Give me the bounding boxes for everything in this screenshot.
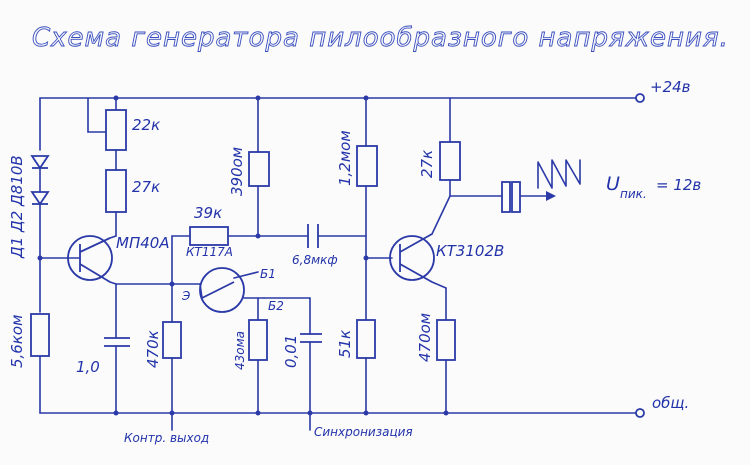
u-label: U — [606, 173, 620, 195]
resistor-390-label: 390ом — [228, 147, 246, 196]
output-arrow — [546, 191, 556, 201]
output-capacitor — [501, 181, 511, 213]
q2-e-label: Э — [181, 289, 191, 303]
resistor-22k-label: 22к — [132, 116, 160, 134]
q2-b2-label: Б2 — [268, 299, 284, 313]
resistor-5k6 — [30, 313, 50, 357]
resistor-5k6-label: 5,6ком — [8, 315, 26, 368]
resistor-39k — [189, 226, 229, 246]
resistor-470-label: 470ом — [416, 313, 434, 362]
u-subscript: пик. — [620, 187, 647, 201]
q1-label: МП40А — [116, 234, 170, 252]
q3-label: КТ3102В — [436, 242, 504, 260]
q2-b1-label: Б1 — [260, 267, 276, 281]
u-value: = 12в — [656, 176, 701, 194]
resistor-51k — [356, 319, 376, 359]
resistor-470k — [162, 321, 182, 359]
resistor-43-label: 43ома — [233, 331, 247, 370]
sync-label: Синхронизация — [314, 425, 413, 439]
resistor-470 — [436, 319, 456, 361]
supply-terminal — [635, 93, 645, 103]
diagram-title: Схема генератора пилообразного напряжени… — [32, 23, 729, 53]
capacitor-001-label: 0,01 — [282, 335, 300, 368]
supply-label: +24в — [650, 78, 691, 96]
resistor-43 — [248, 319, 268, 361]
resistor-22k — [105, 109, 127, 151]
resistor-27k-q3 — [439, 141, 461, 181]
transistor-q2 — [199, 267, 245, 313]
resistor-390 — [248, 151, 270, 187]
capacitor-c1-label: 1,0 — [76, 358, 100, 376]
resistor-12m — [356, 145, 378, 187]
resistor-27k — [105, 169, 127, 213]
control-output-label: Контр. выход — [124, 431, 209, 445]
resistor-470k-label: 470к — [144, 330, 162, 368]
sawtooth-waveform — [537, 159, 581, 189]
ground-label: общ. — [652, 394, 689, 412]
ground-terminal — [635, 408, 645, 418]
capacitor-68-label: 6,8мкф — [292, 253, 338, 267]
resistor-27k-q3-label: 27к — [418, 150, 436, 178]
transistor-q3 — [389, 235, 435, 281]
resistor-27k-label: 27к — [132, 178, 160, 196]
q2-label: КТ117А — [186, 245, 233, 259]
resistor-39k-label: 39к — [194, 204, 222, 222]
diodes-label: Д1 Д2 Д810В — [8, 155, 26, 259]
resistor-51k-label: 51к — [336, 330, 354, 358]
resistor-12m-label: 1,2мом — [336, 130, 354, 186]
